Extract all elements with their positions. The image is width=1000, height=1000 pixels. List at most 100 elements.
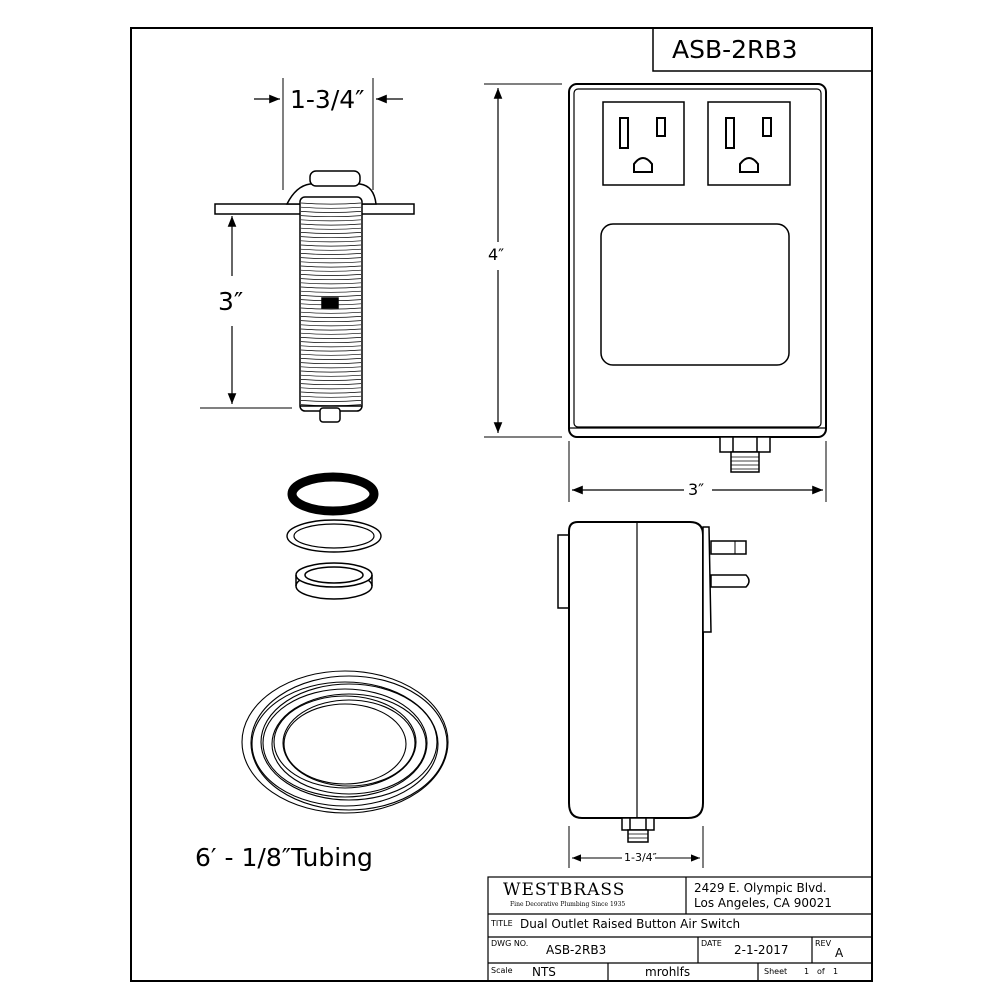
title-block-grid xyxy=(487,876,873,982)
sheet-total: 1 xyxy=(833,967,839,976)
outlet-left xyxy=(602,101,685,186)
dwg-no-label: DWG NO. xyxy=(491,939,529,948)
lock-nut xyxy=(295,562,373,600)
thread-lines xyxy=(300,202,362,407)
thread-line xyxy=(300,332,362,335)
thread-line xyxy=(300,324,362,327)
thread-line xyxy=(300,370,362,373)
tubing-caption: 6′ - 1/8″Tubing xyxy=(195,843,373,872)
switch-side xyxy=(557,521,750,843)
tubing-loop xyxy=(241,670,449,814)
title-label: TITLE xyxy=(491,919,513,928)
model-box xyxy=(652,27,873,72)
address-line-1: 2429 E. Olympic Blvd. xyxy=(694,881,827,895)
thread-line xyxy=(300,248,362,251)
thread-line xyxy=(300,395,362,398)
switch-front xyxy=(568,83,827,473)
side-housing xyxy=(568,521,704,819)
gasket-ring xyxy=(287,472,379,516)
scale-label: Scale xyxy=(491,966,513,975)
tubing-loop xyxy=(251,681,439,807)
plug-prong-top xyxy=(710,540,747,555)
thread-line xyxy=(300,311,362,314)
thread-line xyxy=(300,341,362,344)
thread-line xyxy=(300,345,362,348)
thread-line xyxy=(300,244,362,247)
front-fitting xyxy=(719,436,771,473)
button-top xyxy=(309,170,361,187)
thread-line xyxy=(300,278,362,281)
washer xyxy=(286,519,382,553)
washer-inner xyxy=(293,523,375,549)
scale-value: NTS xyxy=(532,965,556,979)
side-fitting xyxy=(621,817,655,843)
tubing-loop xyxy=(260,683,438,801)
drawing-title: Dual Outlet Raised Button Air Switch xyxy=(520,917,741,931)
tubing-loop xyxy=(262,688,428,798)
address-line-2: Los Angeles, CA 90021 xyxy=(694,896,832,910)
switch-housing-inner xyxy=(573,88,822,428)
dwg-no: ASB-2RB3 xyxy=(546,943,607,957)
thread-line xyxy=(300,366,362,369)
thread-line xyxy=(300,374,362,377)
switch-depth-label: 1-3/4″ xyxy=(624,851,657,864)
thread-line xyxy=(300,290,362,293)
revision: A xyxy=(835,946,844,960)
thread-line xyxy=(300,320,362,323)
tubing-loop xyxy=(250,675,448,811)
thread-line xyxy=(300,307,362,310)
thread-line xyxy=(300,337,362,339)
thread-line xyxy=(300,349,362,352)
thread-line xyxy=(300,265,362,268)
sheet-of: of xyxy=(817,967,825,976)
thread-line xyxy=(300,261,362,264)
thread-line xyxy=(300,236,362,239)
drawn-by: mrohlfs xyxy=(645,965,691,979)
drawing-date: 2-1-2017 xyxy=(734,943,789,957)
thread-line xyxy=(300,274,362,276)
rev-label: REV xyxy=(815,939,832,948)
switch-height-label: 4″ xyxy=(488,245,505,264)
thread-line xyxy=(300,211,362,213)
brand-logo: WESTBRASS xyxy=(503,880,626,900)
thread-line xyxy=(300,269,362,272)
thread-line xyxy=(300,202,362,205)
thread-line xyxy=(300,328,362,331)
tubing-loop xyxy=(271,693,427,795)
sheet-label: Sheet xyxy=(764,967,788,976)
thread-line xyxy=(300,316,362,318)
thread-line xyxy=(300,257,362,260)
tubing-loop xyxy=(283,703,407,785)
sheet-number: 1 xyxy=(804,967,810,976)
thread-line xyxy=(300,223,362,226)
thread-line xyxy=(300,286,362,289)
thread-line xyxy=(300,240,362,243)
thread-line xyxy=(300,215,362,218)
thread-line xyxy=(300,400,362,402)
thread-line xyxy=(300,227,362,230)
button-width-label: 1-3/4″ xyxy=(290,85,365,114)
button-assembly xyxy=(214,170,415,423)
thread-line xyxy=(300,362,362,365)
model-number: ASB-2RB3 xyxy=(672,35,798,64)
tubing-loop xyxy=(273,695,417,789)
plug-body xyxy=(702,526,712,633)
thread-line xyxy=(300,353,362,356)
tubing-loop xyxy=(282,699,416,787)
thread-line xyxy=(300,379,362,381)
thread-line xyxy=(300,232,362,234)
button-height-label: 3″ xyxy=(218,287,244,316)
thread-line xyxy=(300,253,362,255)
date-label: DATE xyxy=(701,939,722,948)
thread-line xyxy=(300,206,362,209)
brand-tagline: Fine Decorative Plumbing Since 1935 xyxy=(510,901,626,908)
thread-line xyxy=(300,219,362,222)
thread-line xyxy=(300,358,362,360)
tubing-coil xyxy=(241,670,449,814)
switch-width-label: 3″ xyxy=(688,480,705,499)
outlet-right xyxy=(707,101,791,186)
thread-line xyxy=(300,387,362,390)
button-port xyxy=(321,297,339,309)
